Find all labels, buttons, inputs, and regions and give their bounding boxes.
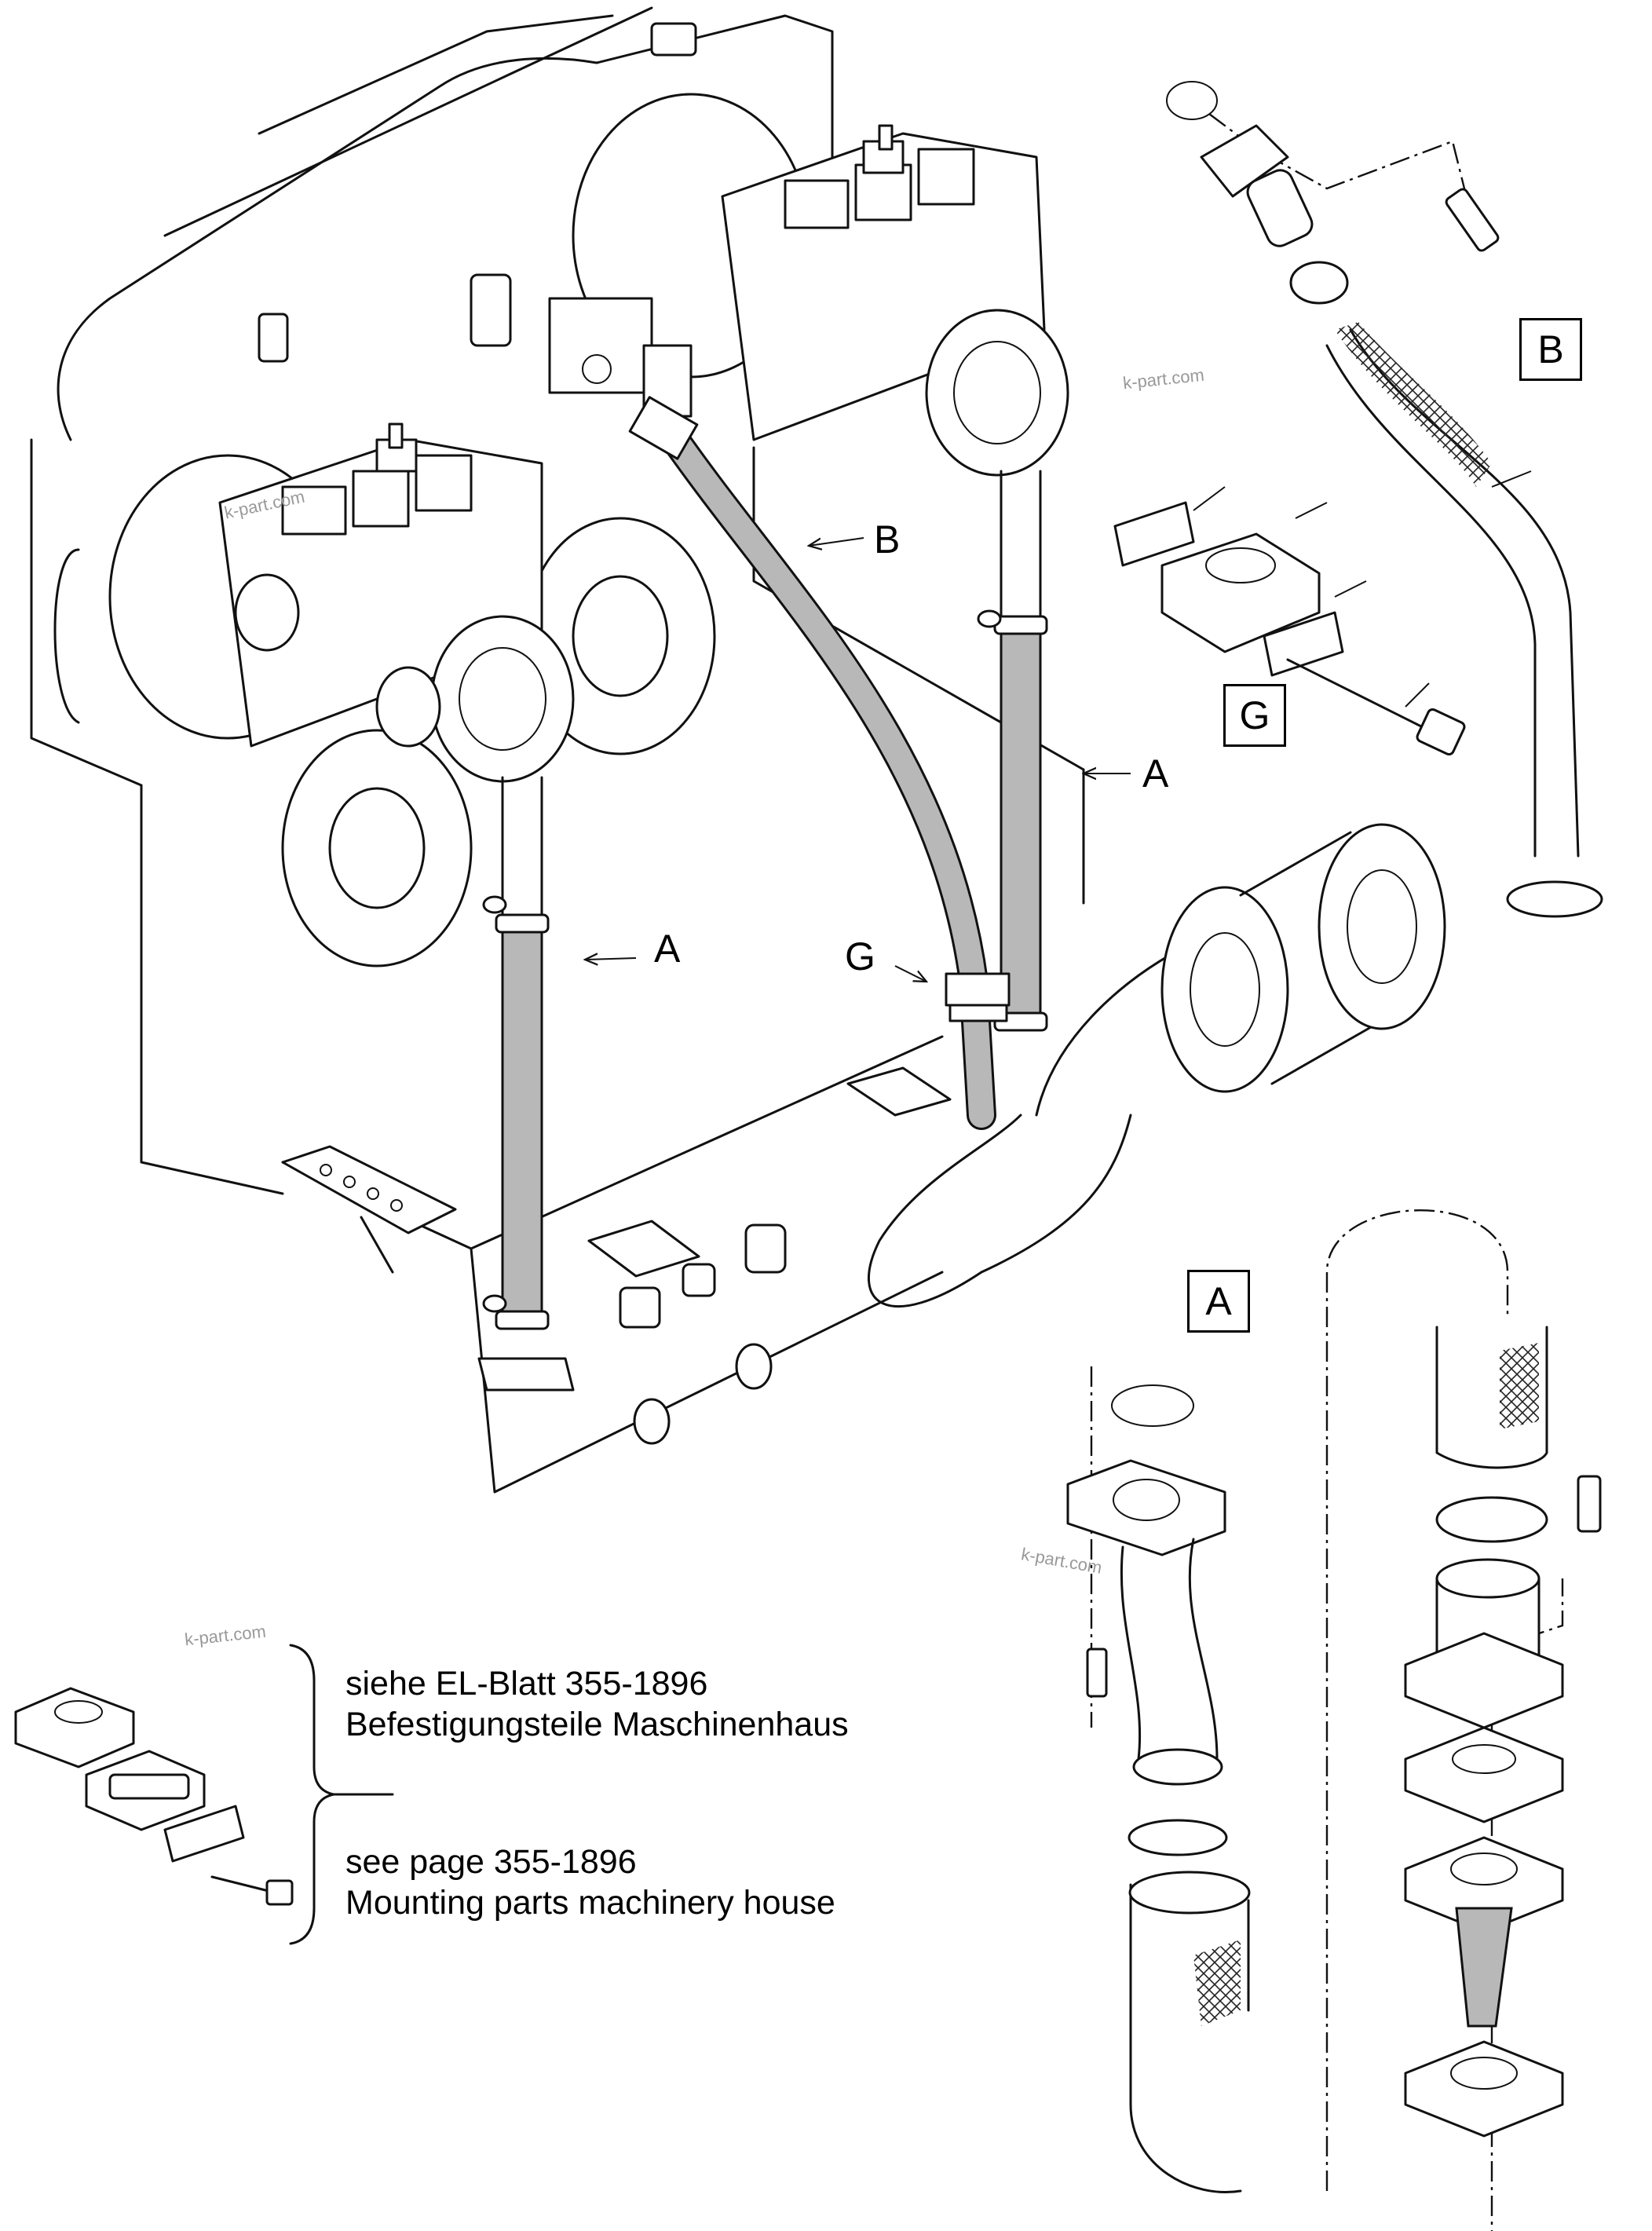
housing-fittings <box>587 1066 952 1445</box>
callout-g: G <box>845 934 875 978</box>
callout-b: B <box>874 518 901 561</box>
detail-b-parts <box>1166 81 1603 918</box>
note-line-3: see page 355-1896 <box>345 1843 637 1881</box>
callout-a-right: A <box>1142 752 1169 795</box>
hose-a-left <box>477 776 575 1392</box>
detail-label-a: A <box>1187 1270 1250 1333</box>
callout-a-left: A <box>654 927 681 971</box>
detail-label-b: B <box>1519 318 1582 381</box>
note-line-4: Mounting parts machinery house <box>345 1884 835 1922</box>
note-brace <box>289 1644 394 1945</box>
outlet-pipe <box>867 823 1446 1308</box>
detail-g-parts <box>1113 486 1466 756</box>
gearbox-housing <box>30 6 1085 1494</box>
clamp-g <box>945 972 1011 1022</box>
note-line-1: siehe EL-Blatt 355-1896 <box>345 1665 708 1703</box>
hose-b <box>628 396 996 1130</box>
note-line-2: Befestigungsteile Maschinenhaus <box>345 1706 849 1743</box>
detail-a-parts <box>1066 1209 1602 2231</box>
detail-label-g: G <box>1223 684 1286 747</box>
pump-upper <box>548 124 1069 477</box>
pump-lower <box>218 422 575 783</box>
mini-clamp-parts <box>14 1687 294 1906</box>
callout-arrows <box>585 537 1131 982</box>
hose-a-right <box>977 470 1048 1032</box>
